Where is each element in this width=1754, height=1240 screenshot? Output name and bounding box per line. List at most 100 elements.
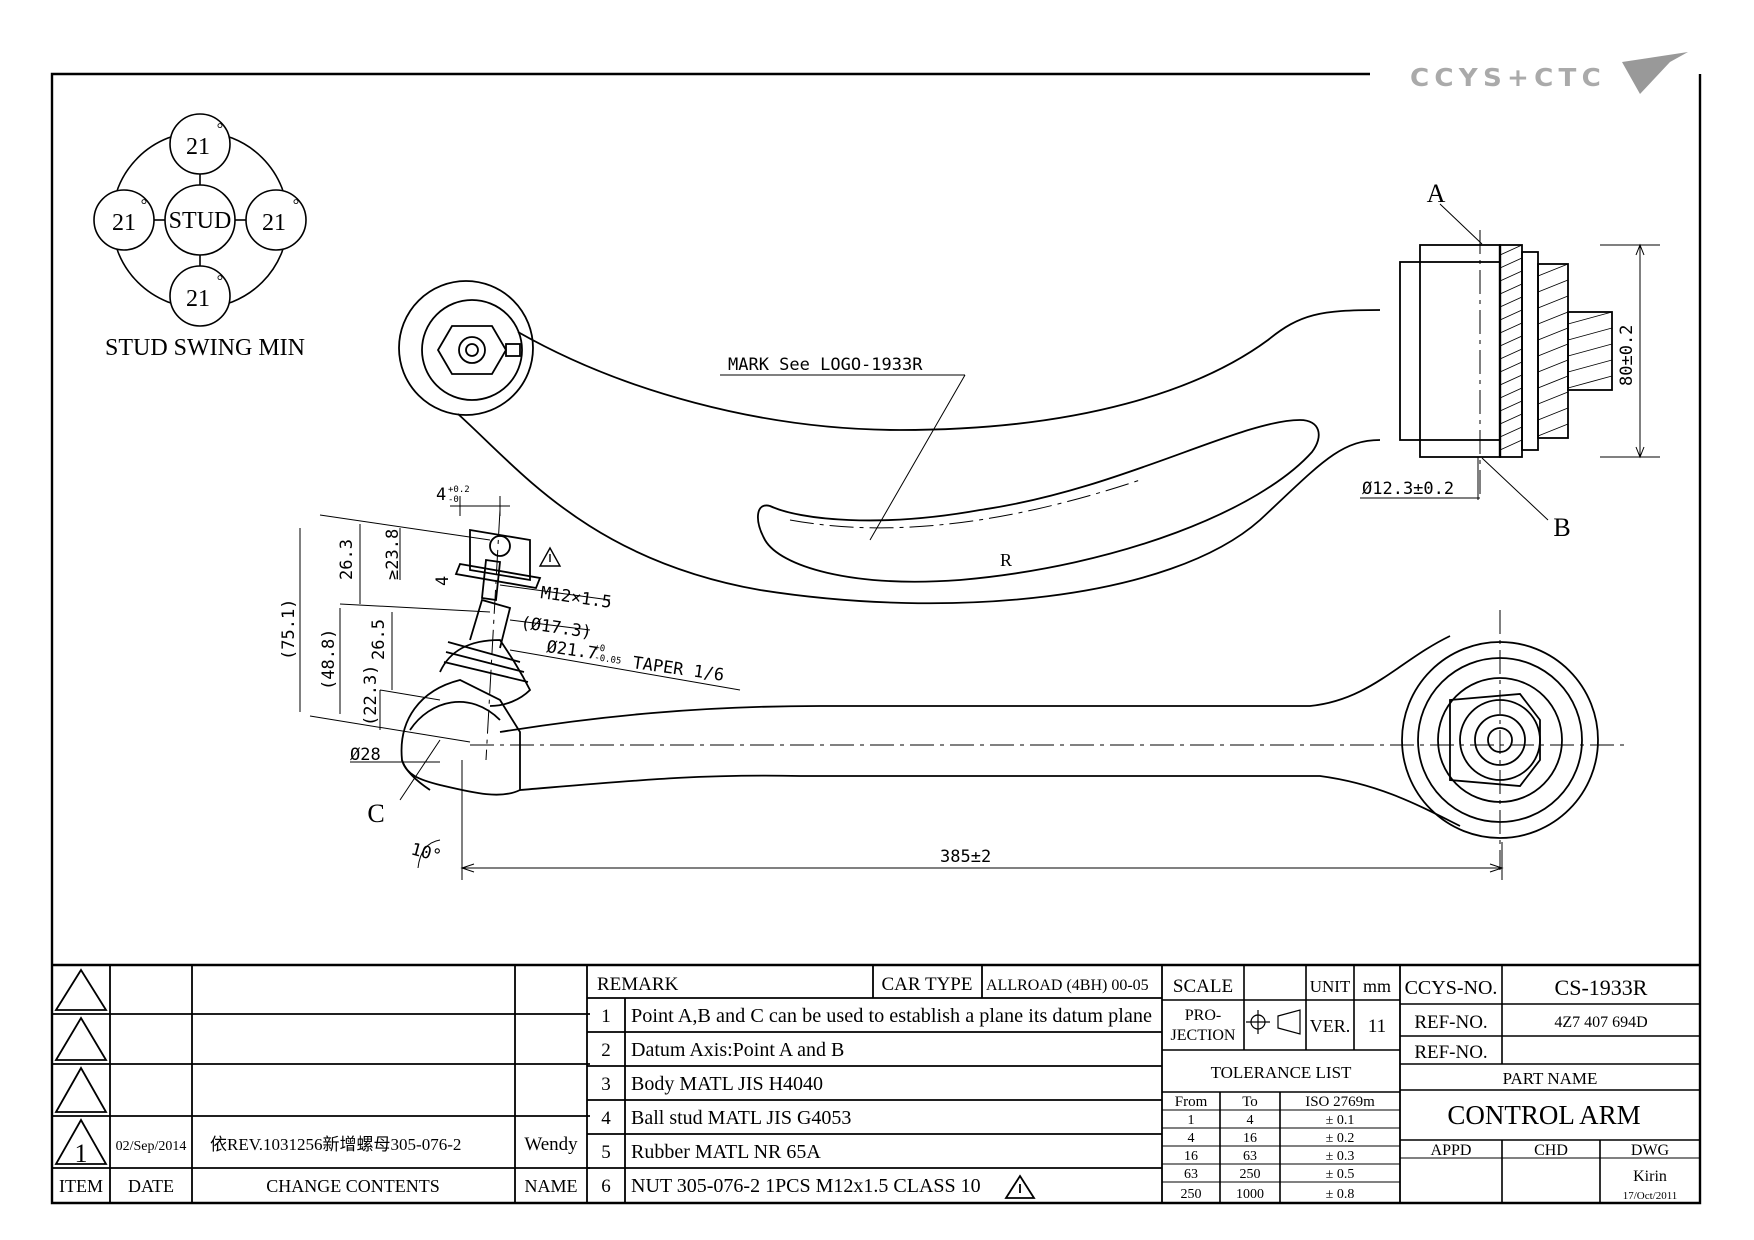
- warning-icon: [538, 546, 562, 567]
- swing-top: 21: [186, 134, 210, 160]
- ver-label: VER.: [1310, 1016, 1351, 1036]
- point-b-label: B: [1553, 513, 1570, 542]
- bushing-hatch: [1499, 244, 1613, 451]
- ref-no-value: 4Z7 407 694D: [1554, 1014, 1647, 1031]
- rev-header-name: NAME: [525, 1176, 578, 1196]
- tol-1-val: ± 0.1: [1326, 1113, 1355, 1128]
- rev-1-date: 02/Sep/2014: [116, 1139, 187, 1154]
- unit-label: UNIT: [1310, 977, 1351, 996]
- revision-block-grid: [52, 965, 590, 1203]
- rev-1-content: 依REV.1031256新增螺母305-076-2: [210, 1135, 461, 1154]
- dim-28: Ø28: [350, 745, 381, 765]
- upper-view: [398, 244, 1613, 605]
- car-type-value: ALLROAD (4BH) 00-05: [986, 977, 1149, 994]
- r-mark: R: [1000, 550, 1012, 570]
- projection-symbol-icon: [1246, 1009, 1301, 1035]
- deg-right: °: [293, 197, 299, 214]
- deg-top: °: [217, 121, 223, 138]
- swing-left: 21: [112, 210, 136, 236]
- remark-6-text: NUT 305-076-2 1PCS M12x1.5 CLASS 10: [631, 1175, 981, 1197]
- rev-header-item: ITEM: [59, 1176, 103, 1196]
- point-c-label: C: [367, 799, 384, 828]
- stud-label: STUD: [169, 208, 232, 234]
- point-a-label: A: [1427, 179, 1446, 208]
- appd-label: APPD: [1431, 1142, 1472, 1159]
- dim-21-7-tol-lower: -0.05: [594, 653, 622, 667]
- dim-48-8: (48.8): [319, 629, 339, 690]
- dim-75-1: (75.1): [279, 599, 299, 660]
- dim-21-7-tol-upper: +0: [594, 643, 606, 654]
- upper-centerlines: [789, 230, 1481, 529]
- dim-21-7: Ø21.7: [545, 637, 598, 664]
- dim-4: 4: [436, 485, 446, 505]
- remark-1-text: Point A,B and C can be used to establish…: [631, 1005, 1152, 1027]
- dwg-date: 17/Oct/2011: [1623, 1190, 1678, 1202]
- remark-3-no: 3: [601, 1074, 611, 1095]
- rev-header-contents: CHANGE CONTENTS: [266, 1176, 440, 1196]
- remark-header: REMARK: [597, 974, 679, 995]
- tol-1-to: 4: [1247, 1113, 1254, 1128]
- part-name-label: PART NAME: [1503, 1069, 1598, 1088]
- stud-swing-diagram: [93, 113, 307, 327]
- remark-4-no: 4: [601, 1108, 611, 1129]
- rev-header-date: DATE: [128, 1176, 174, 1196]
- remark-5-text: Rubber MATL NR 65A: [631, 1141, 821, 1163]
- tol-2-from: 4: [1188, 1131, 1195, 1146]
- swing-bottom: 21: [186, 286, 210, 312]
- remark-2-text: Datum Axis:Point A and B: [631, 1039, 844, 1061]
- dim-26-5: 26.5: [369, 619, 389, 660]
- tol-4-to: 250: [1240, 1167, 1261, 1182]
- tol-5-val: ± 0.8: [1326, 1187, 1355, 1202]
- projection-label-1: PRO-: [1185, 1007, 1221, 1024]
- company-logo: CCYS+CTC: [1410, 52, 1688, 94]
- tol-header-to: To: [1242, 1094, 1258, 1110]
- dim-385: 385±2: [940, 847, 991, 867]
- dwg-name: Kirin: [1633, 1168, 1667, 1185]
- tol-4-from: 63: [1184, 1167, 1198, 1182]
- taper-note: TAPER 1/6: [631, 653, 725, 686]
- tolerance-title: TOLERANCE LIST: [1211, 1063, 1352, 1082]
- dim-4-tol-upper: +0.2: [448, 485, 470, 495]
- remark-3-text: Body MATL JIS H4040: [631, 1073, 823, 1095]
- ref-no-label: REF-NO.: [1414, 1012, 1487, 1033]
- dim-26-3: 26.3: [337, 539, 357, 580]
- lower-dimensions: [299, 496, 1504, 880]
- tol-3-val: ± 0.3: [1326, 1149, 1355, 1164]
- tol-3-to: 63: [1243, 1149, 1257, 1164]
- unit-value: mm: [1363, 976, 1391, 996]
- remark-6-no: 6: [601, 1176, 611, 1197]
- tolerance-grid: [1162, 965, 1401, 1203]
- stud-swing-caption: STUD SWING MIN: [105, 335, 305, 361]
- car-type-label: CAR TYPE: [882, 974, 973, 995]
- swing-right: 21: [262, 210, 286, 236]
- tol-4-val: ± 0.5: [1326, 1167, 1355, 1182]
- projection-label-2: JECTION: [1171, 1027, 1236, 1044]
- tol-header-from: From: [1175, 1094, 1208, 1110]
- upper-dimensions: [720, 203, 1660, 541]
- remarks-grid: [587, 965, 1163, 1203]
- dim-22-3: (22.3): [361, 665, 381, 726]
- sheet-frame: [50, 72, 1702, 1205]
- ccys-no-label: CCYS-NO.: [1405, 977, 1498, 999]
- dim-23-8: ≥23.8: [383, 529, 403, 580]
- remark-1-no: 1: [601, 1006, 611, 1027]
- logo-text: CCYS+CTC: [1410, 63, 1606, 92]
- mark-note: MARK See LOGO-1933R: [728, 355, 923, 375]
- tol-5-from: 250: [1181, 1187, 1202, 1202]
- bushing-height-dim: 80±0.2: [1617, 325, 1637, 386]
- lower-centerlines: [470, 509, 1630, 870]
- part-name-value: CONTROL ARM: [1447, 1100, 1640, 1130]
- tol-2-val: ± 0.2: [1326, 1131, 1355, 1146]
- dim-4b: 4: [433, 576, 453, 586]
- rev-1-mark: 1: [75, 1139, 88, 1168]
- ref-no-label-2: REF-NO.: [1414, 1042, 1487, 1063]
- ccys-no-value: CS-1933R: [1555, 975, 1648, 1000]
- deg-bottom: °: [217, 273, 223, 290]
- thread-dim: M12×1.5: [539, 583, 613, 613]
- tol-1-from: 1: [1188, 1113, 1195, 1128]
- bushing-dia-dim: Ø12.3±0.2: [1362, 479, 1454, 499]
- scale-label: SCALE: [1173, 976, 1233, 997]
- angle-10: 10°: [409, 840, 444, 867]
- title-block-grid: [1400, 965, 1700, 1203]
- logo-mark-icon: [1622, 52, 1688, 94]
